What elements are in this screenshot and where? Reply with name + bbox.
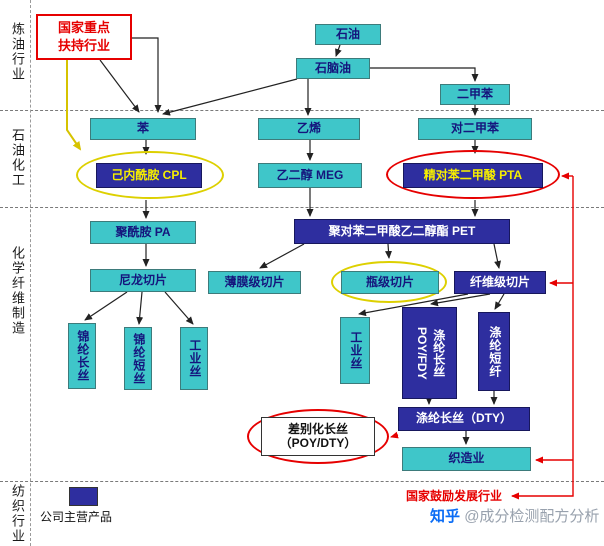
node-dty: 涤纶长丝（DTY） (398, 407, 530, 431)
node-paraxylene: 对二甲苯 (418, 118, 532, 140)
encouraged-industry-label: 国家鼓励发展行业 (406, 489, 503, 503)
node-film-chip: 薄膜级切片 (208, 271, 301, 294)
section-label-refining: 炼油行业 (10, 22, 25, 82)
node-pta: 精对苯二甲酸 PTA (403, 163, 543, 188)
watermark: 知乎 @成分检测配方分析 (430, 505, 599, 526)
red-branch-encouraged-label (511, 489, 574, 500)
arrow-keybox-cpl-yellow (66, 60, 82, 151)
label-column-divider (30, 0, 31, 546)
legend-main-product-swatch (69, 487, 98, 506)
arrow-pet-bottlechip (385, 243, 392, 259)
section-divider-3 (0, 481, 604, 482)
node-industrial-yarn-right: 工业丝 (340, 317, 370, 384)
highlight-ellipse-differentiated (247, 409, 389, 464)
node-pa: 聚酰胺 PA (90, 221, 196, 244)
node-nylon-chip: 尼龙切片 (90, 269, 196, 292)
node-xylene: 二甲苯 (440, 84, 510, 105)
node-nylon-staple: 锦纶短丝 (124, 327, 152, 390)
arrow-naphtha-xylene (370, 67, 479, 82)
node-polyester-staple: 涤纶短纤 (478, 312, 510, 391)
arrow-nylonchip-indyarn (164, 291, 194, 325)
section-divider-1 (0, 110, 604, 111)
node-poy-fdy: POY/FDY 涤纶长丝 (402, 307, 457, 399)
arrow-nylonchip-staple (136, 291, 144, 325)
node-differentiated-filament: 差别化长丝 （POY/DTY） (261, 417, 375, 456)
legend-main-product-label: 公司主营产品 (40, 510, 113, 524)
arrow-naphtha-benzene (162, 78, 298, 116)
arrow-keybox-benzene-1 (99, 59, 140, 113)
node-bottle-chip: 瓶级切片 (341, 271, 439, 294)
section-divider-2 (0, 207, 604, 208)
arrow-nylonchip-filament (84, 291, 128, 321)
node-cpl: 己内酰胺 CPL (96, 163, 202, 188)
highlight-ellipse-bottle-chip (331, 261, 447, 303)
arrow-pet-filmchip (259, 243, 305, 269)
node-benzene: 苯 (90, 118, 196, 140)
section-label-petrochemical: 石油化工 (10, 128, 25, 188)
section-label-textile: 纺织行业 (10, 484, 25, 544)
node-petroleum: 石油 (315, 24, 381, 45)
node-meg: 乙二醇 MEG (258, 163, 362, 188)
arrow-fiberchip-indyarn (358, 293, 469, 317)
node-industrial-yarn-left: 工业丝 (180, 327, 208, 390)
poy-fdy-sublabel: 涤纶长丝 (431, 329, 446, 377)
node-weaving: 织造业 (402, 447, 531, 471)
arrow-fiberchip-poyfdy (430, 293, 491, 307)
node-ethylene: 乙烯 (258, 118, 360, 140)
watermark-brand: 知乎 (430, 508, 461, 525)
arrow-pet-fiberchip (493, 243, 501, 269)
node-nylon-filament: 锦纶长丝 (68, 323, 96, 389)
arrow-petroleum-naphtha (335, 44, 342, 57)
arrow-fiberchip-polystaple (494, 293, 505, 310)
watermark-handle: @成分检测配方分析 (464, 508, 600, 525)
node-fiber-chip: 纤维级切片 (454, 271, 546, 294)
highlight-ellipse-cpl (76, 151, 224, 199)
red-branch-differentiated (390, 431, 399, 439)
node-pet: 聚对苯二甲酸乙二醇酯 PET (294, 219, 510, 244)
poy-fdy-label: POY/FDY (415, 326, 429, 380)
arrow-keybox-benzene-2 (132, 37, 162, 113)
key-support-industry-box: 国家重点 扶持行业 (36, 14, 132, 60)
node-naphtha: 石脑油 (296, 58, 370, 79)
section-label-chemical-fiber: 化学纤维制造 (10, 246, 25, 336)
